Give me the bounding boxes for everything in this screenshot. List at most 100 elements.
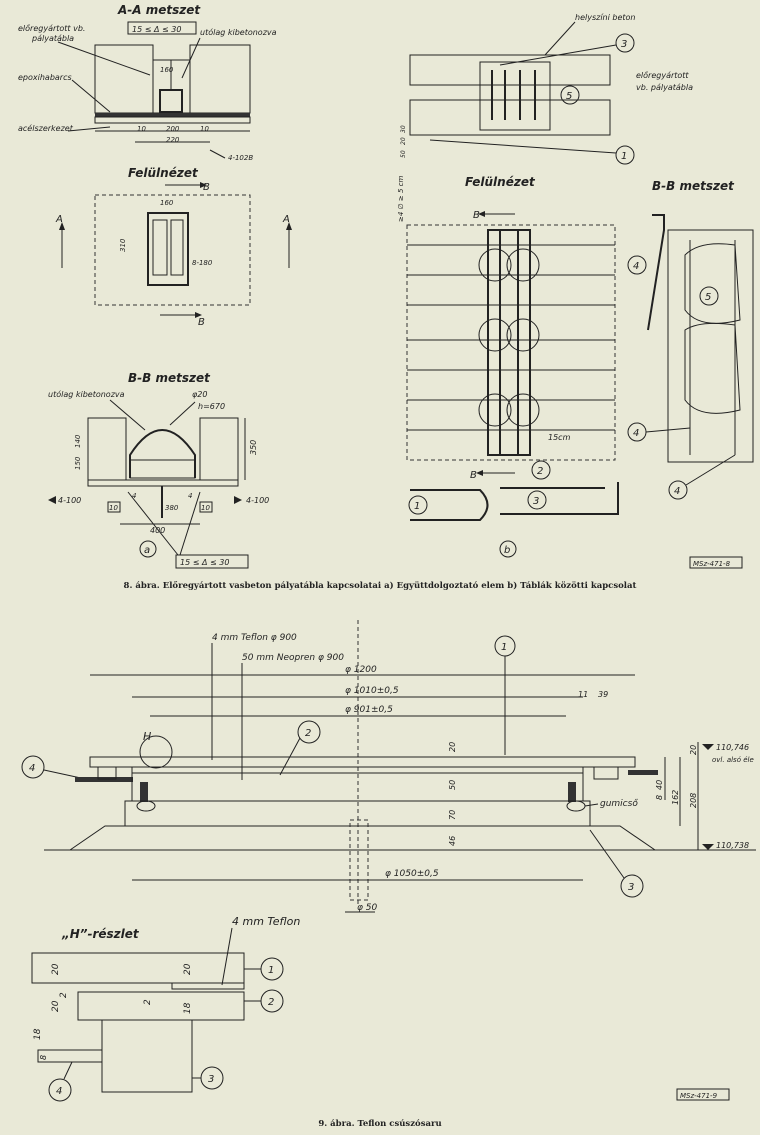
fig9-caption: 9. ábra. Teflon csúszósaru [318,1118,441,1129]
dim-phi901: φ 901±0,5 [345,705,393,715]
fig8a-section-aa: A-A metszet előregyártott vb. pályatábla… [18,3,277,162]
bb-dim-150: 150 [74,456,82,470]
delta-box [175,554,249,569]
plan-stirrup [170,219,184,276]
arrow-icon [59,222,65,230]
insitu-joint [479,61,551,131]
det-2b: 2 [59,992,69,998]
b-plan-title: Felülnézet [465,175,536,189]
fig8b-bar-shapes: 1 3 b [408,482,619,558]
dim-200: 200 [166,125,180,133]
epoxy-layer [95,113,250,117]
dim-310: 310 [119,238,127,252]
plan-outline [94,194,251,306]
b-plan-loop [478,318,512,352]
label-H: H [143,730,151,743]
dim-39: 39 [598,690,608,699]
fig9-callout-4: 4 [29,763,35,774]
elev-2: 110,738 [716,841,749,850]
b-callout-1: 1 [621,151,627,162]
b-plan-outline [406,224,616,461]
leader-line [57,41,151,76]
label-helyszini: helyszíni beton [575,13,635,22]
stamp-box [689,556,743,569]
fig9-callout-1: 1 [501,642,507,653]
dim-11: 11 [578,690,588,699]
detail-title: „H”-részlet [61,927,140,941]
bb-delta: 15 ≤ Δ ≤ 30 [180,558,229,567]
b-bb-callout-4b: 4 [633,428,639,439]
center-pin [349,819,369,901]
elev-1-sub: ovl. alsó éle [712,756,754,764]
callout-circle [408,495,428,515]
detail-teflon [171,982,245,990]
shear-connector [159,89,183,113]
rubber-tube-right [566,800,586,812]
callout-circle [297,720,321,744]
b-dim-30: 30 [400,125,407,133]
callout-circle [627,255,647,275]
b-dim-50: 50 [400,150,407,158]
subfigure-b-marker [499,540,517,558]
bb-weld-right: 4-100 [246,496,269,505]
bb-10l: 10 [109,504,118,512]
precast-slab-lower [409,99,611,136]
b-plan-b-top: B [473,210,480,221]
leader-line [181,37,201,79]
top-plate [89,756,636,768]
fig8b-section: helyszíni beton 3 5 1 előregyártott vb. … [400,13,693,165]
label-eloregyartott: előregyártott vb. [18,24,85,33]
callout-circle [560,85,580,105]
plan-b-top: B [203,182,210,193]
arrow-icon [478,211,485,217]
leader-line [544,21,576,56]
callout-circle [527,490,547,510]
detail-ring [77,991,245,1021]
dim-40: 40 [655,780,664,790]
bb-dim-380: 380 [165,504,179,512]
callout-circle [615,145,635,165]
bb-10r: 10 [201,504,210,512]
b-plan-loop [506,393,540,427]
arrow-icon [286,222,292,230]
det-20a: 20 [51,963,61,975]
fig8-caption: 8. ábra. Előregyártott vasbeton pályatáb… [124,580,637,591]
dim-phi1010: φ 1010±0,5 [345,686,399,696]
b-label-palyatabla: vb. pályatábla [636,83,693,92]
leader-line [584,803,599,807]
bb-4-left: 4 [132,492,136,500]
det-20c: 20 [51,1000,61,1012]
b-plan-loop [506,248,540,282]
arrow-icon [200,182,207,188]
leader-line [109,399,146,431]
det-callout-4: 4 [56,1086,62,1097]
dim-phi1050: φ 1050±0,5 [385,869,439,879]
fig9-bearing: 4 mm Teflon φ 900 50 mm Neopren φ 900 1 … [21,620,756,913]
label-acel: acélszerkezet [18,123,74,133]
b-callout-3: 3 [621,39,627,50]
detail-anchor [37,1049,103,1063]
callout-circle [699,286,719,306]
detail-h-circle [139,735,173,769]
callout-circle [48,1078,72,1102]
label-gumicso: gumicső [600,799,638,809]
stirrup [684,243,741,324]
edge-block-right [593,766,619,780]
sub-label-a: a [144,545,150,556]
callout-circle [531,460,551,480]
plan-pocket [147,212,189,286]
det-callout-1: 1 [268,965,274,976]
bb-bar-plate [129,459,196,479]
dim-20-top: 20 [448,742,457,752]
stamp-fig8: MSz-471-8 [693,560,731,568]
callout-circle [21,755,45,779]
b-label-elored: előregyártott [636,71,689,80]
detail-teflon: 4 mm Teflon [232,915,300,928]
sub-label-b: b [504,545,510,556]
fig8b-section-bb: B-B metszet 4 5 4 4 MSz-471-8 [627,179,754,569]
dim-46: 46 [448,836,457,846]
fig8a-plan: Felülnézet B 160 310 8-180 A A B [55,166,292,328]
bb-weld-left: 4-100 [58,496,81,505]
det-18: 18 [183,1002,193,1014]
